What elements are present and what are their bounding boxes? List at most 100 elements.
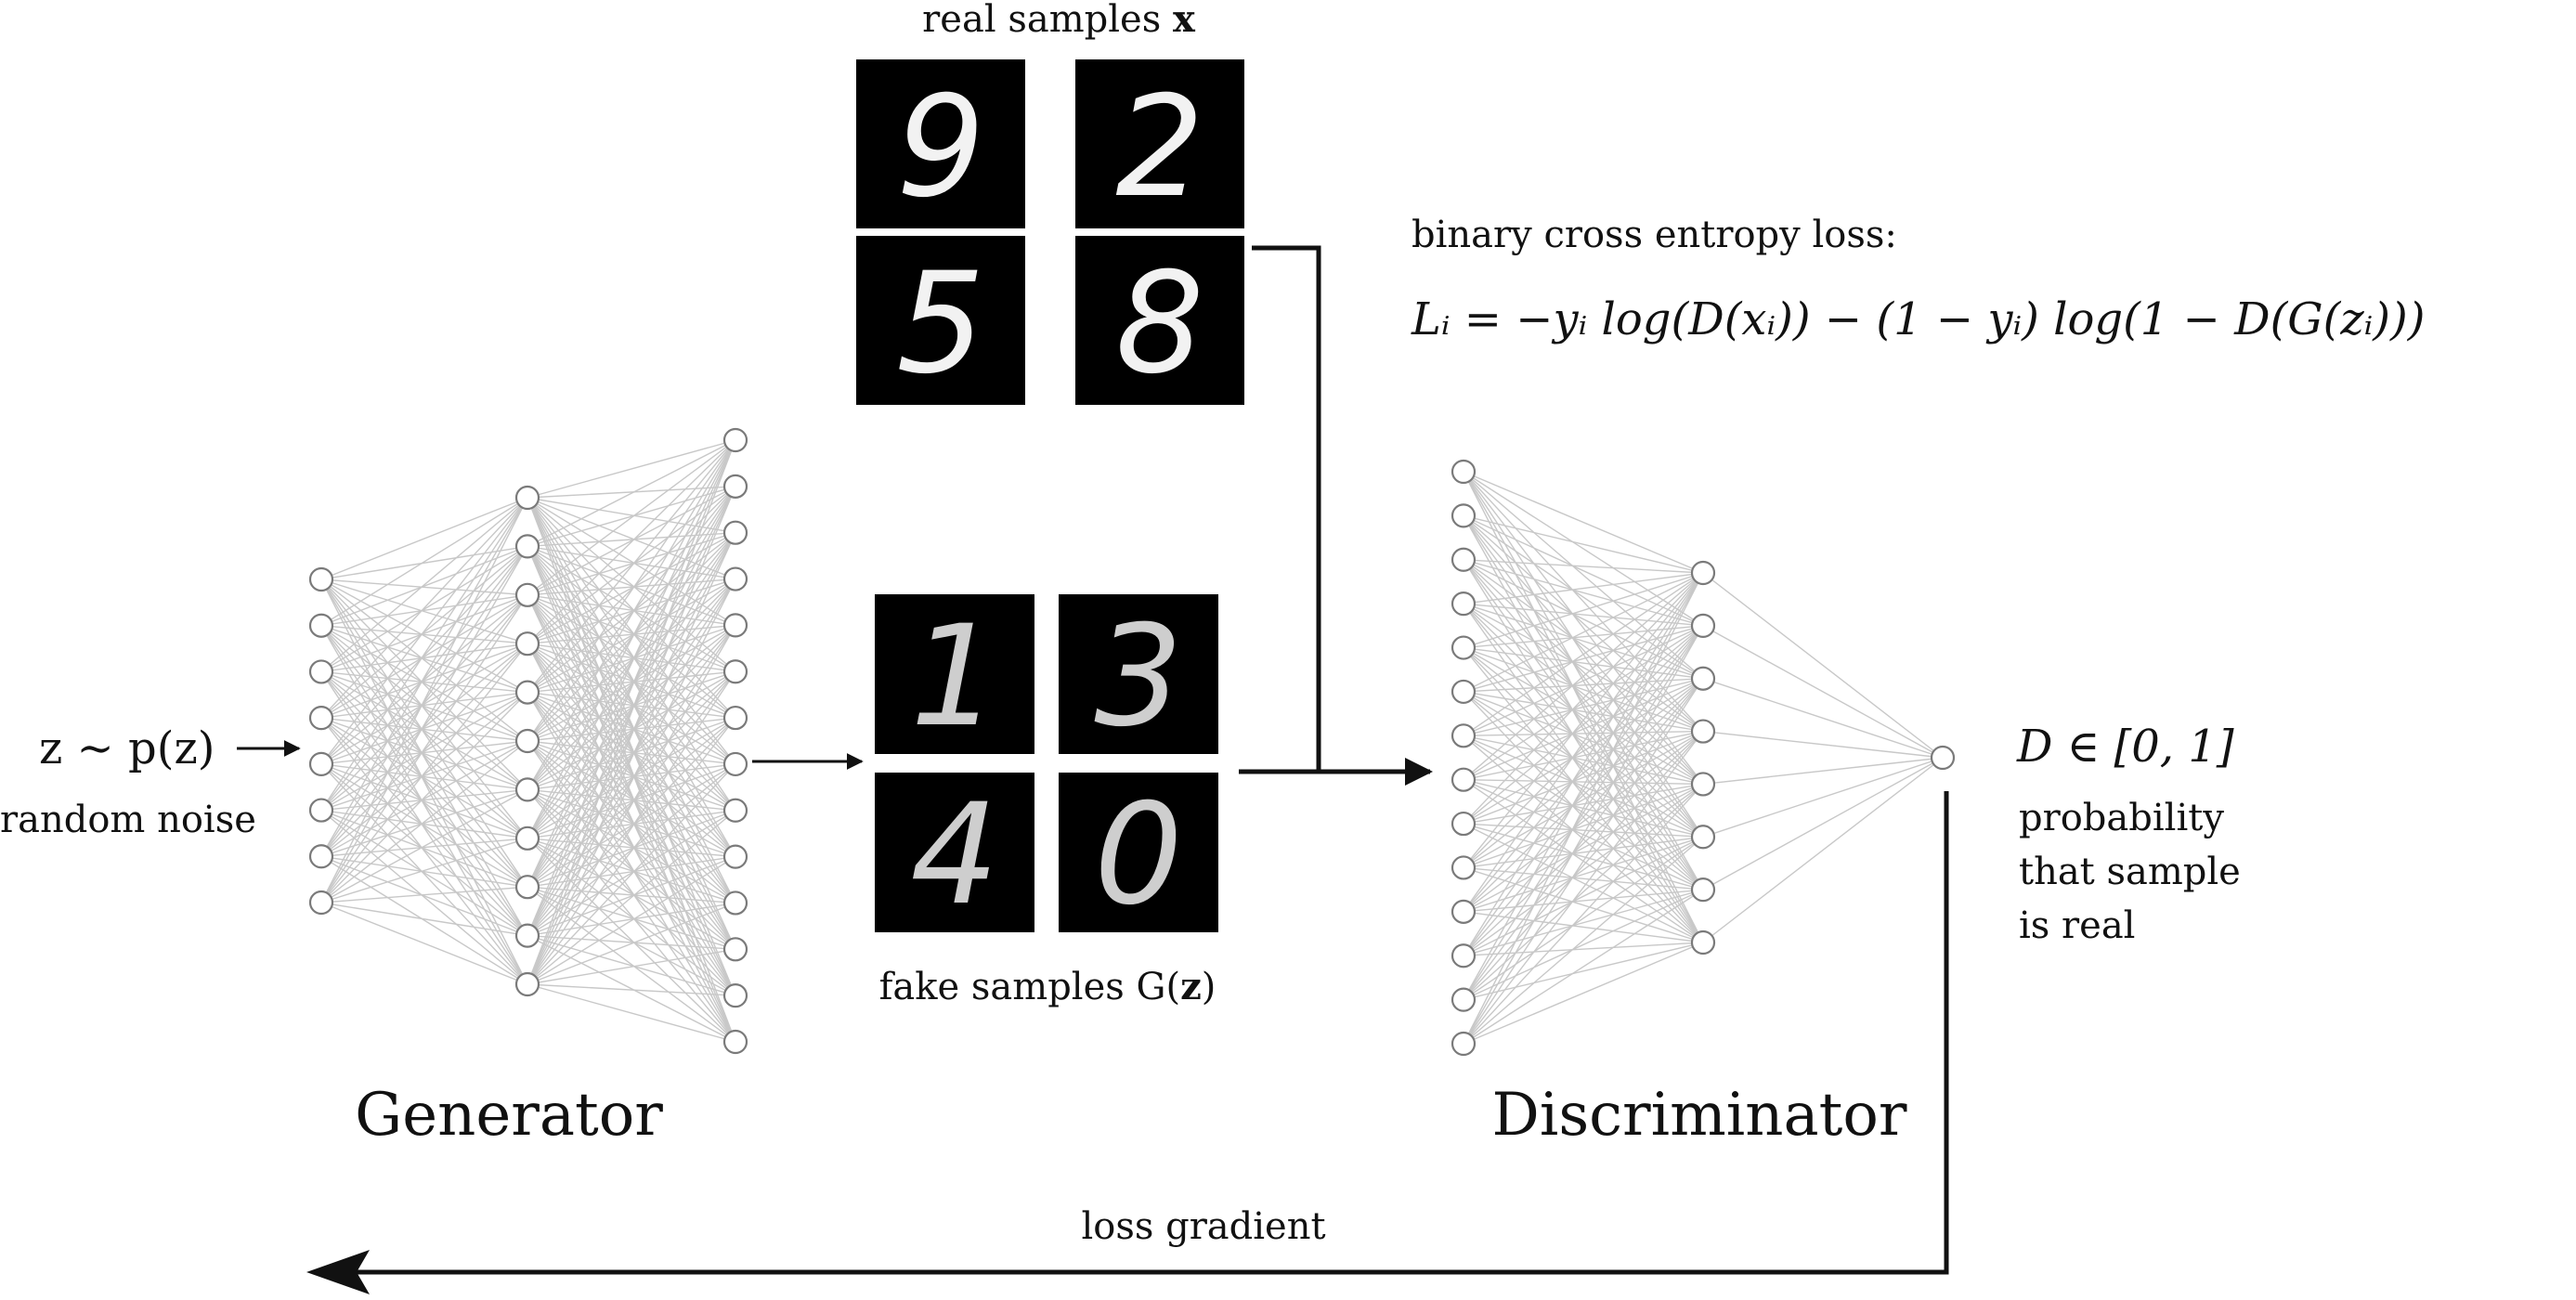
generator-neuron	[308, 844, 334, 869]
generator-edge	[527, 643, 736, 765]
generator-edge	[527, 691, 736, 765]
generator-edge	[527, 717, 736, 888]
discriminator-edge	[1463, 783, 1704, 1045]
generator-edge	[527, 838, 736, 858]
discriminator-edge	[1463, 731, 1704, 913]
generator-edge	[527, 594, 736, 812]
discriminator-neuron	[1451, 899, 1477, 924]
discriminator-edge	[1702, 730, 1944, 759]
generator-edge	[320, 838, 528, 857]
fake-samples-grid: 1 3 4 0	[875, 594, 1218, 936]
discriminator-edge	[1463, 572, 1704, 1000]
discriminator-neuron	[1451, 1031, 1477, 1057]
discriminator-edge	[1463, 911, 1704, 943]
generator-edge	[527, 788, 736, 812]
generator-edge	[527, 670, 736, 694]
generator-edge	[320, 643, 528, 719]
real-sample-tile	[1075, 59, 1244, 228]
generator-edge	[527, 624, 736, 644]
generator-edge	[320, 594, 528, 627]
generator-edge	[527, 532, 736, 644]
generator-edge	[527, 594, 736, 672]
generator-neuron	[514, 777, 540, 802]
generator-edge	[320, 670, 528, 742]
generator-edge	[320, 740, 528, 812]
discriminator-edge	[1463, 572, 1704, 825]
discriminator-edge	[1463, 889, 1704, 1001]
fake-digit: 4	[910, 774, 998, 936]
discriminator-neuron	[1451, 811, 1477, 837]
generator-edge	[527, 546, 736, 904]
generator-edge	[527, 886, 736, 950]
generator-edge	[320, 497, 528, 672]
discriminator-edge	[1463, 572, 1704, 1045]
generator-edge	[527, 624, 736, 790]
generator-edge	[320, 670, 528, 791]
generator-edge	[527, 439, 736, 596]
generator-edge	[527, 643, 736, 812]
discriminator-edges	[1463, 471, 1944, 1045]
generator-edge	[527, 788, 736, 996]
generator-edge	[527, 486, 736, 499]
discriminator-neuron	[1690, 930, 1716, 956]
generator-edge	[320, 594, 528, 673]
generator-edge	[527, 486, 736, 644]
real-digit: 8	[1115, 243, 1203, 405]
discriminator-neuron	[1451, 592, 1477, 617]
discriminator-edge	[1463, 678, 1704, 956]
generator-edge	[527, 439, 736, 790]
generator-edge	[320, 763, 528, 839]
generator-edge	[527, 740, 736, 904]
generator-edge	[320, 545, 528, 580]
generator-edge	[527, 855, 736, 937]
generator-edge	[527, 855, 736, 888]
fake-sample-tile	[875, 773, 1034, 932]
generator-neuron	[308, 706, 334, 731]
generator-edge	[320, 810, 528, 985]
generator-edge	[320, 625, 528, 936]
generator-edge	[320, 717, 528, 839]
generator-edge	[527, 934, 736, 1043]
fake-digit: 1	[910, 596, 998, 758]
generator-edge	[527, 692, 736, 950]
discriminator-edge	[1463, 625, 1704, 868]
discriminator-neuron	[1451, 503, 1477, 528]
discriminator-edge	[1463, 942, 1704, 1045]
generator-edge	[527, 886, 736, 904]
generator-edge	[527, 788, 736, 858]
generator-edge	[320, 763, 528, 888]
generator-edge	[527, 439, 736, 644]
generator-edge	[527, 692, 736, 904]
discriminator-neuron	[1690, 772, 1716, 797]
generator-edge	[527, 439, 736, 694]
generator-edge	[527, 594, 736, 858]
fake-sample-tile	[875, 594, 1034, 754]
generator-edge	[320, 625, 528, 742]
discriminator-edge	[1463, 514, 1704, 574]
generator-edge	[527, 740, 736, 858]
discriminator-neuron	[1930, 745, 1956, 771]
generator-neuron	[308, 751, 334, 776]
generator-neuron	[514, 923, 540, 948]
generator-edge	[320, 625, 528, 839]
generator-neuron	[722, 566, 748, 592]
generator-edge	[527, 497, 736, 904]
generator-edge	[527, 497, 736, 812]
generator-edge	[527, 594, 736, 719]
discriminator-edge	[1463, 678, 1704, 1001]
generator-edge	[320, 497, 528, 719]
generator-edge	[527, 439, 736, 839]
generator-edge	[527, 486, 736, 548]
discriminator-edge	[1463, 836, 1704, 1045]
generator-edge	[527, 886, 736, 1043]
generator-edge	[320, 545, 528, 719]
generator-edge	[320, 902, 528, 985]
generator-title: Generator	[355, 1081, 663, 1150]
generator-edge	[320, 717, 528, 985]
generator-edge	[527, 497, 736, 534]
generator-edge	[527, 670, 736, 985]
generator-edge	[527, 810, 736, 937]
real-sample-tile	[1075, 236, 1244, 405]
generator-edge	[527, 788, 736, 904]
generator-edge	[527, 670, 736, 888]
